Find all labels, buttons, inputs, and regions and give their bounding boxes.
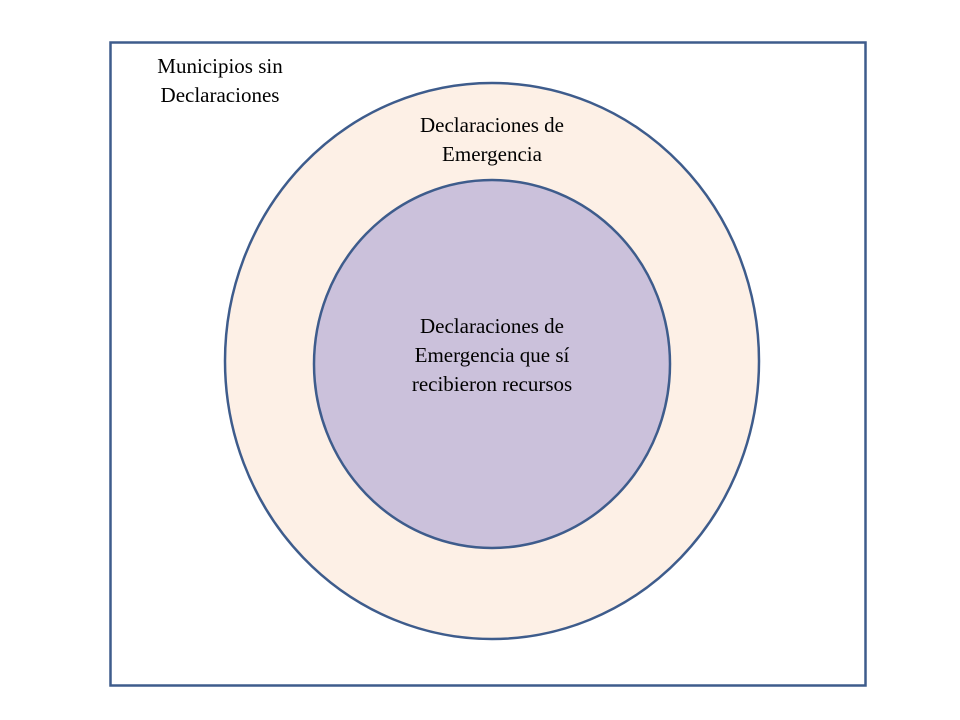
- inner-label-line: Emergencia que sí: [414, 343, 570, 367]
- inner-label: Declaraciones de Emergencia que sí recib…: [362, 312, 622, 399]
- outer-label: Municipios sin Declaraciones: [130, 52, 310, 110]
- middle-label-line: Emergencia: [442, 142, 542, 166]
- middle-label-line: Declaraciones de: [420, 113, 564, 137]
- funded-declarations-circle: [312, 178, 672, 550]
- inner-label-line: Declaraciones de: [420, 314, 564, 338]
- inner-label-line: recibieron recursos: [411, 372, 573, 396]
- outer-label-line: Declaraciones: [160, 83, 280, 107]
- middle-label: Declaraciones de Emergencia: [372, 111, 612, 169]
- outer-label-line: Municipios sin: [157, 54, 283, 78]
